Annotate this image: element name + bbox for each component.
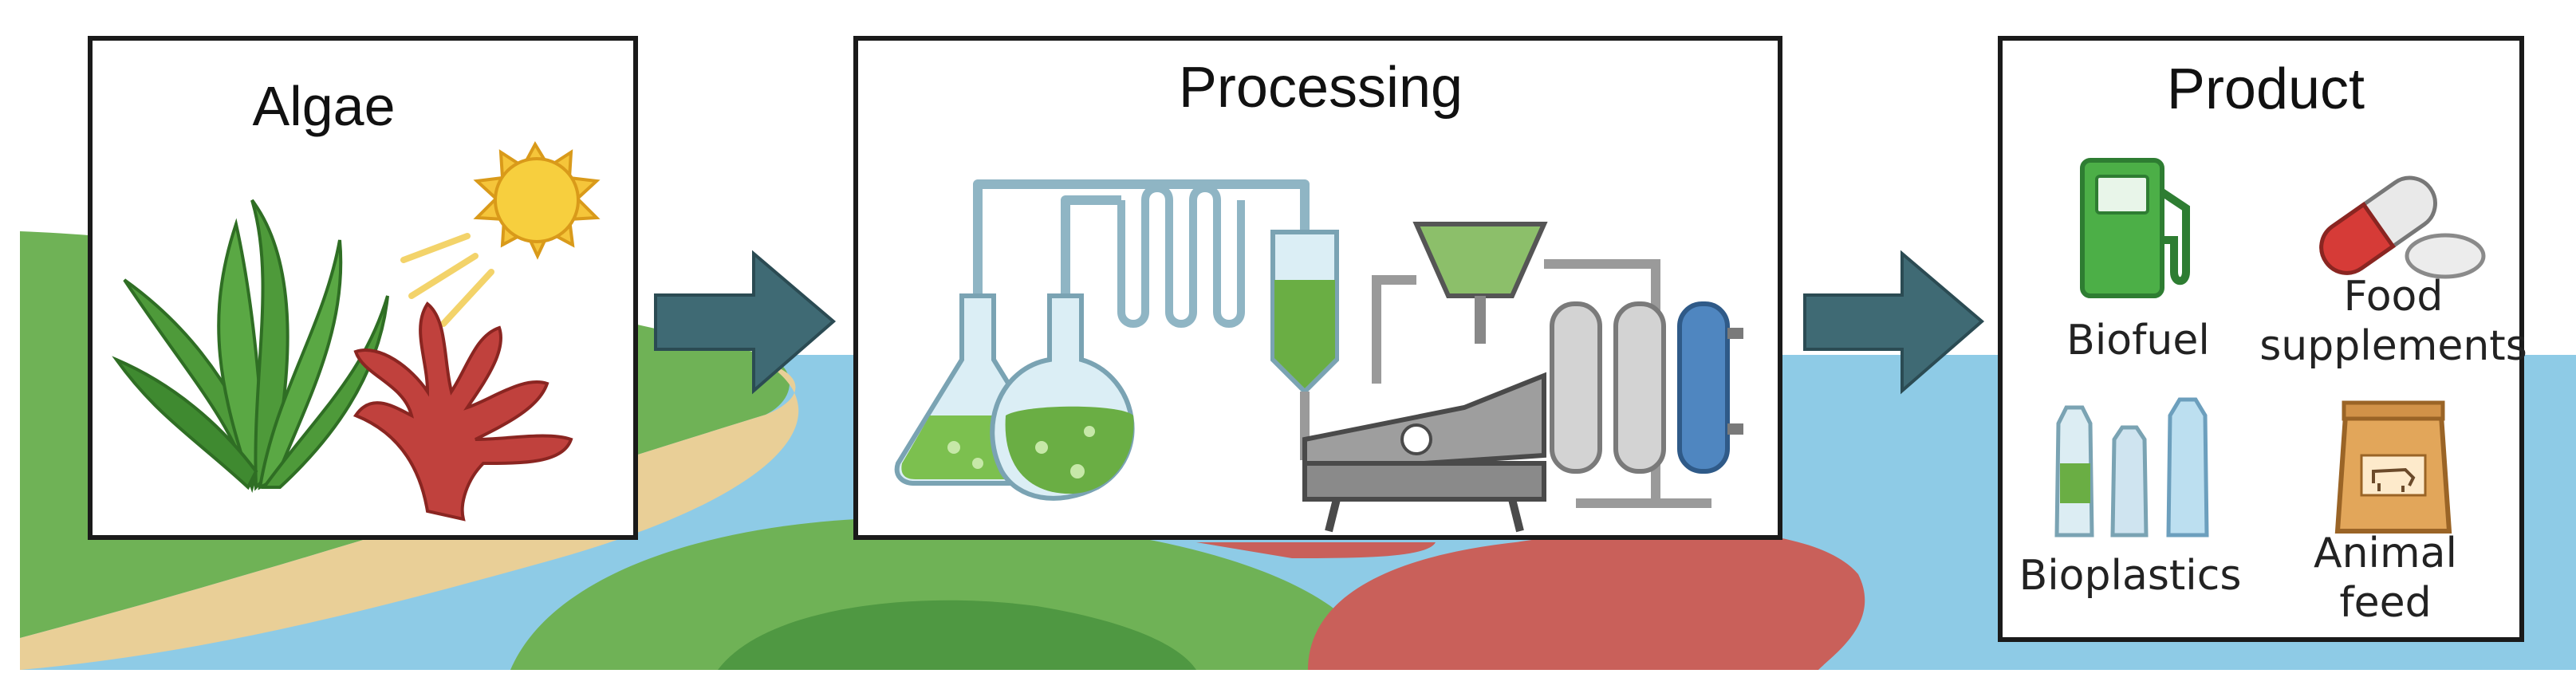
product-title: Product	[2166, 57, 2365, 121]
product-stage-box: Product Biofuel Food supplements Bioplas…	[1998, 36, 2527, 642]
red-algae-area	[1308, 529, 1865, 670]
green-island-dark	[718, 600, 1196, 670]
biofuel-label: Biofuel	[2066, 317, 2210, 364]
algae-illustration	[112, 140, 601, 522]
bioplastics-label: Bioplastics	[2019, 552, 2242, 600]
red-algae-icon	[353, 301, 573, 522]
animal-feed-label-line1: Animal	[2314, 530, 2457, 577]
filter-press-icon	[1302, 372, 1546, 533]
arrow-right-icon	[1803, 250, 1985, 395]
processing-title: Processing	[1178, 56, 1463, 120]
red-strip	[1196, 542, 1436, 558]
round-flask-icon	[990, 293, 1135, 501]
arrow-right-icon	[654, 250, 837, 395]
capsule-pill-icon	[2319, 175, 2486, 279]
green-kelp-icon	[112, 199, 389, 494]
processing-stage-box: Processing	[853, 36, 1782, 540]
animal-feed-label-line2: feed	[2339, 579, 2432, 627]
sun-icon	[400, 140, 601, 327]
fuel-pump-icon	[2080, 158, 2190, 298]
green-island	[510, 517, 1380, 670]
algae-title: Algae	[252, 75, 396, 137]
hopper-icon	[1412, 222, 1548, 344]
algae-stage-box: Algae	[88, 36, 638, 540]
separator-vessel-icon	[1270, 230, 1353, 460]
glass-tubing	[973, 179, 1310, 296]
animal-feed-bag-icon	[2334, 400, 2452, 534]
sand-shore	[20, 363, 799, 670]
food-supplements-label-line2: supplements	[2259, 322, 2527, 370]
processing-illustration	[894, 179, 1743, 533]
filtration-columns-icon	[1550, 301, 1743, 474]
food-supplements-label-line1: Food	[2343, 273, 2444, 321]
plastic-bottles-icon	[2054, 397, 2209, 538]
coil-condenser	[1117, 184, 1245, 328]
